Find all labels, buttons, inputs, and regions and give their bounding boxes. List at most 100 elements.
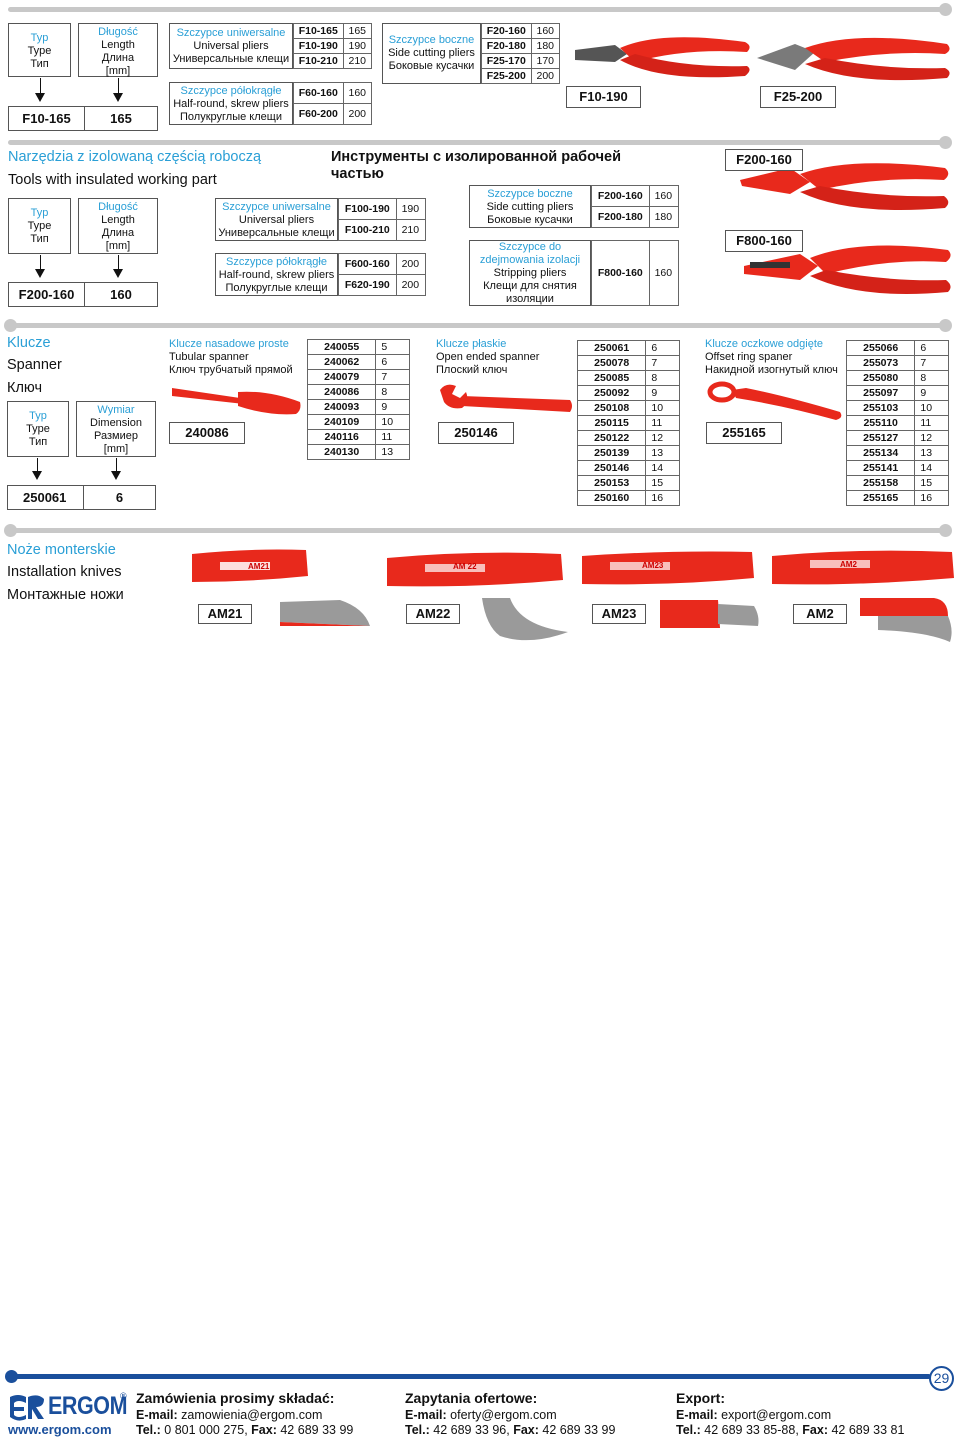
knife-handle-am23 bbox=[582, 551, 754, 585]
table-cell-code: F100-190 bbox=[338, 198, 397, 220]
table-cell-value: 6 bbox=[914, 340, 949, 356]
table-cell-code: 240116 bbox=[306, 429, 377, 445]
knife-label-am23: AM23 bbox=[592, 604, 646, 624]
offers-email-link[interactable]: oferty@ergom.com bbox=[450, 1408, 557, 1422]
table-cell-value: 16 bbox=[645, 490, 680, 506]
ring-spanner-photo bbox=[707, 381, 842, 420]
table-cell-value: 8 bbox=[645, 370, 680, 386]
spanner-title-ru: Ключ bbox=[7, 380, 43, 396]
knife-handle-print: AM23 bbox=[642, 561, 664, 570]
legend-type-box: Typ Type Тип bbox=[7, 401, 69, 457]
table-cell-code: F200-180 bbox=[591, 206, 650, 228]
table-cell-value: 10 bbox=[375, 414, 410, 430]
table-cell-code: 250139 bbox=[576, 445, 647, 461]
table-cell-code: F60-200 bbox=[293, 103, 344, 125]
ring-spanner-label: 255165 bbox=[706, 422, 782, 444]
table-cell-code: 240079 bbox=[306, 369, 377, 385]
pliers-photo-f800-160 bbox=[744, 245, 951, 294]
table-cell-value: 16 bbox=[914, 490, 949, 506]
legend-type-box: Typ Type Тип bbox=[8, 23, 71, 77]
legend-arrow bbox=[113, 78, 123, 102]
table-cell-code: 255103 bbox=[845, 400, 916, 416]
registered-mark-icon: ® bbox=[120, 1391, 127, 1401]
table-cell-code: F200-160 bbox=[591, 185, 650, 207]
footer-orders: Zamówienia prosimy składać: E-mail: zamo… bbox=[136, 1390, 354, 1438]
table-cell-value: 200 bbox=[342, 103, 372, 125]
footer-website[interactable]: www.ergom.com bbox=[8, 1422, 112, 1437]
table-cell-code: F25-170 bbox=[481, 53, 532, 69]
table-cell-value: 210 bbox=[395, 219, 427, 241]
insulated-title-pl: Narzędzia z izolowaną częścią roboczą bbox=[8, 149, 262, 165]
table-cell-value: 12 bbox=[645, 430, 680, 446]
knives-title-ru: Монтажные ножи bbox=[7, 587, 124, 603]
table-cell-code: 250108 bbox=[576, 400, 647, 416]
page-number: 29 bbox=[929, 1366, 954, 1391]
insulated-title-ru: Инструменты с изолированной рабочей част… bbox=[331, 149, 622, 182]
table-cell-value: 13 bbox=[914, 445, 949, 461]
export-email-link[interactable]: export@ergom.com bbox=[721, 1408, 832, 1422]
table-cell-value: 190 bbox=[395, 198, 427, 220]
table-cell-code: 255110 bbox=[845, 415, 916, 431]
legend-arrow bbox=[32, 458, 42, 480]
table-cell-value: 8 bbox=[914, 370, 949, 386]
knife-handle-print: AM21 bbox=[248, 562, 270, 571]
knife-handle-print: AM 22 bbox=[453, 562, 477, 571]
table-cell-value: 12 bbox=[914, 430, 949, 446]
spanner-title-pl: Klucze bbox=[7, 335, 51, 351]
table-cell-code: 250153 bbox=[576, 475, 647, 491]
open-spanner-label: 250146 bbox=[438, 422, 514, 444]
table-cell-value: 5 bbox=[375, 339, 410, 355]
legend-dimension-box: Wymiar Dimension Размиер [mm] bbox=[76, 401, 156, 457]
table-cell-code: 240093 bbox=[306, 399, 377, 415]
stripping-pliers-desc: Szczypce do zdejmowania izolacji Strippi… bbox=[469, 240, 591, 306]
table-cell-code: 250146 bbox=[576, 460, 647, 476]
legend-arrow bbox=[113, 255, 123, 278]
knife-blade-am22 bbox=[482, 598, 568, 641]
knife-handle-am2 bbox=[772, 550, 954, 585]
legend-example-code: F10-165 bbox=[8, 106, 85, 131]
table-cell-code: 250092 bbox=[576, 385, 647, 401]
table-cell-value: 9 bbox=[375, 399, 410, 415]
knife-handle-print: AM2 bbox=[840, 560, 857, 569]
tubular-spanner-desc: Klucze nasadowe proste Tubular spanner К… bbox=[169, 338, 293, 376]
table-cell-code: 255080 bbox=[845, 370, 916, 386]
table-cell-code: 255066 bbox=[845, 340, 916, 356]
knife-blade-am23 bbox=[660, 600, 759, 628]
footer-export: Export: E-mail: export@ergom.com Tel.: 4… bbox=[676, 1390, 905, 1438]
halfround-pliers-desc: Szczypce półokrągłe Half-round, skrew pl… bbox=[215, 253, 338, 296]
pliers-photo-f200-160 bbox=[740, 163, 949, 210]
orders-email-link[interactable]: zamowienia@ergom.com bbox=[181, 1408, 323, 1422]
table-cell-code: 255165 bbox=[845, 490, 916, 506]
table-cell-value: 160 bbox=[648, 240, 680, 306]
table-cell-code: 255141 bbox=[845, 460, 916, 476]
table-cell-code: F100-210 bbox=[338, 219, 397, 241]
table-cell-value: 11 bbox=[645, 415, 680, 431]
table-cell-value: 15 bbox=[645, 475, 680, 491]
